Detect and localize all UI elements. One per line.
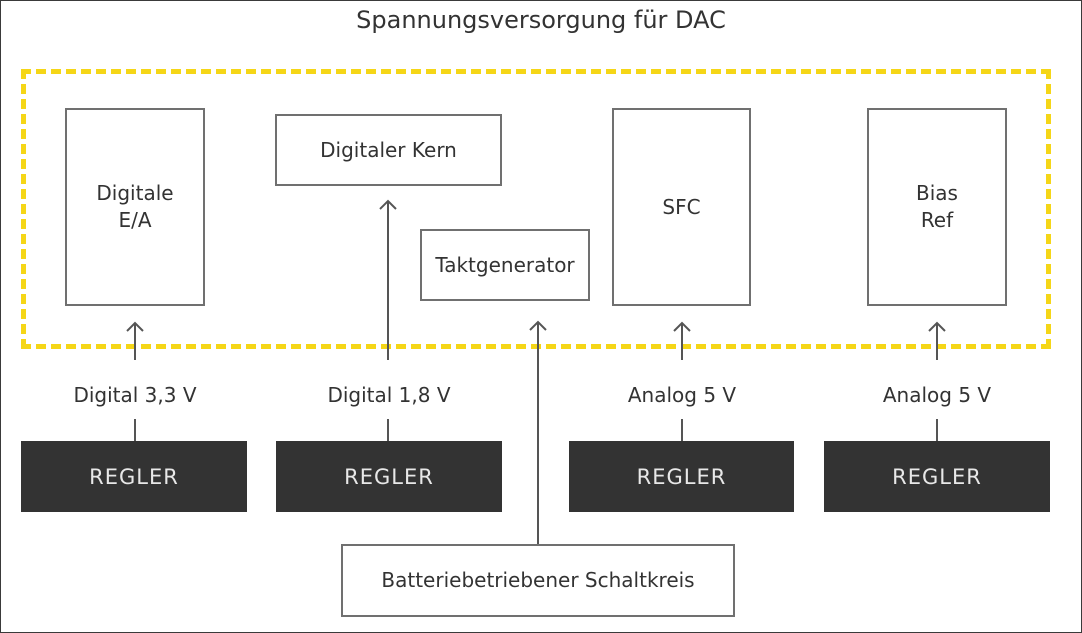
battery-powered-circuit: Batteriebetriebener Schaltkreis bbox=[341, 544, 735, 617]
regulator-1: REGLER bbox=[21, 441, 247, 512]
rail-label-analog-5v-bias: Analog 5 V bbox=[882, 383, 992, 407]
rail-label-digital-1v8: Digital 1,8 V bbox=[327, 383, 451, 407]
arrowhead-digital-core bbox=[379, 199, 397, 210]
regulator-4: REGLER bbox=[824, 441, 1050, 512]
block-sfc: SFC bbox=[612, 108, 751, 306]
arrowhead-sfc bbox=[673, 321, 691, 332]
rail-label-analog-5v-sfc: Analog 5 V bbox=[627, 383, 737, 407]
arrowhead-clock bbox=[529, 320, 547, 331]
arrowhead-digital-io bbox=[126, 321, 144, 332]
arrowhead-bias bbox=[928, 321, 946, 332]
block-digital-io: Digitale E/A bbox=[65, 108, 205, 306]
block-digital-core: Digitaler Kern bbox=[275, 114, 502, 186]
block-clock-generator: Taktgenerator bbox=[420, 229, 590, 301]
dac-power-domain-boundary bbox=[21, 69, 1051, 349]
rail-label-digital-3v3: Digital 3,3 V bbox=[73, 383, 197, 407]
regulator-3: REGLER bbox=[569, 441, 794, 512]
diagram-title: Spannungsversorgung für DAC bbox=[356, 6, 726, 34]
regulator-2: REGLER bbox=[276, 441, 502, 512]
block-bias-ref: Bias Ref bbox=[867, 108, 1007, 306]
